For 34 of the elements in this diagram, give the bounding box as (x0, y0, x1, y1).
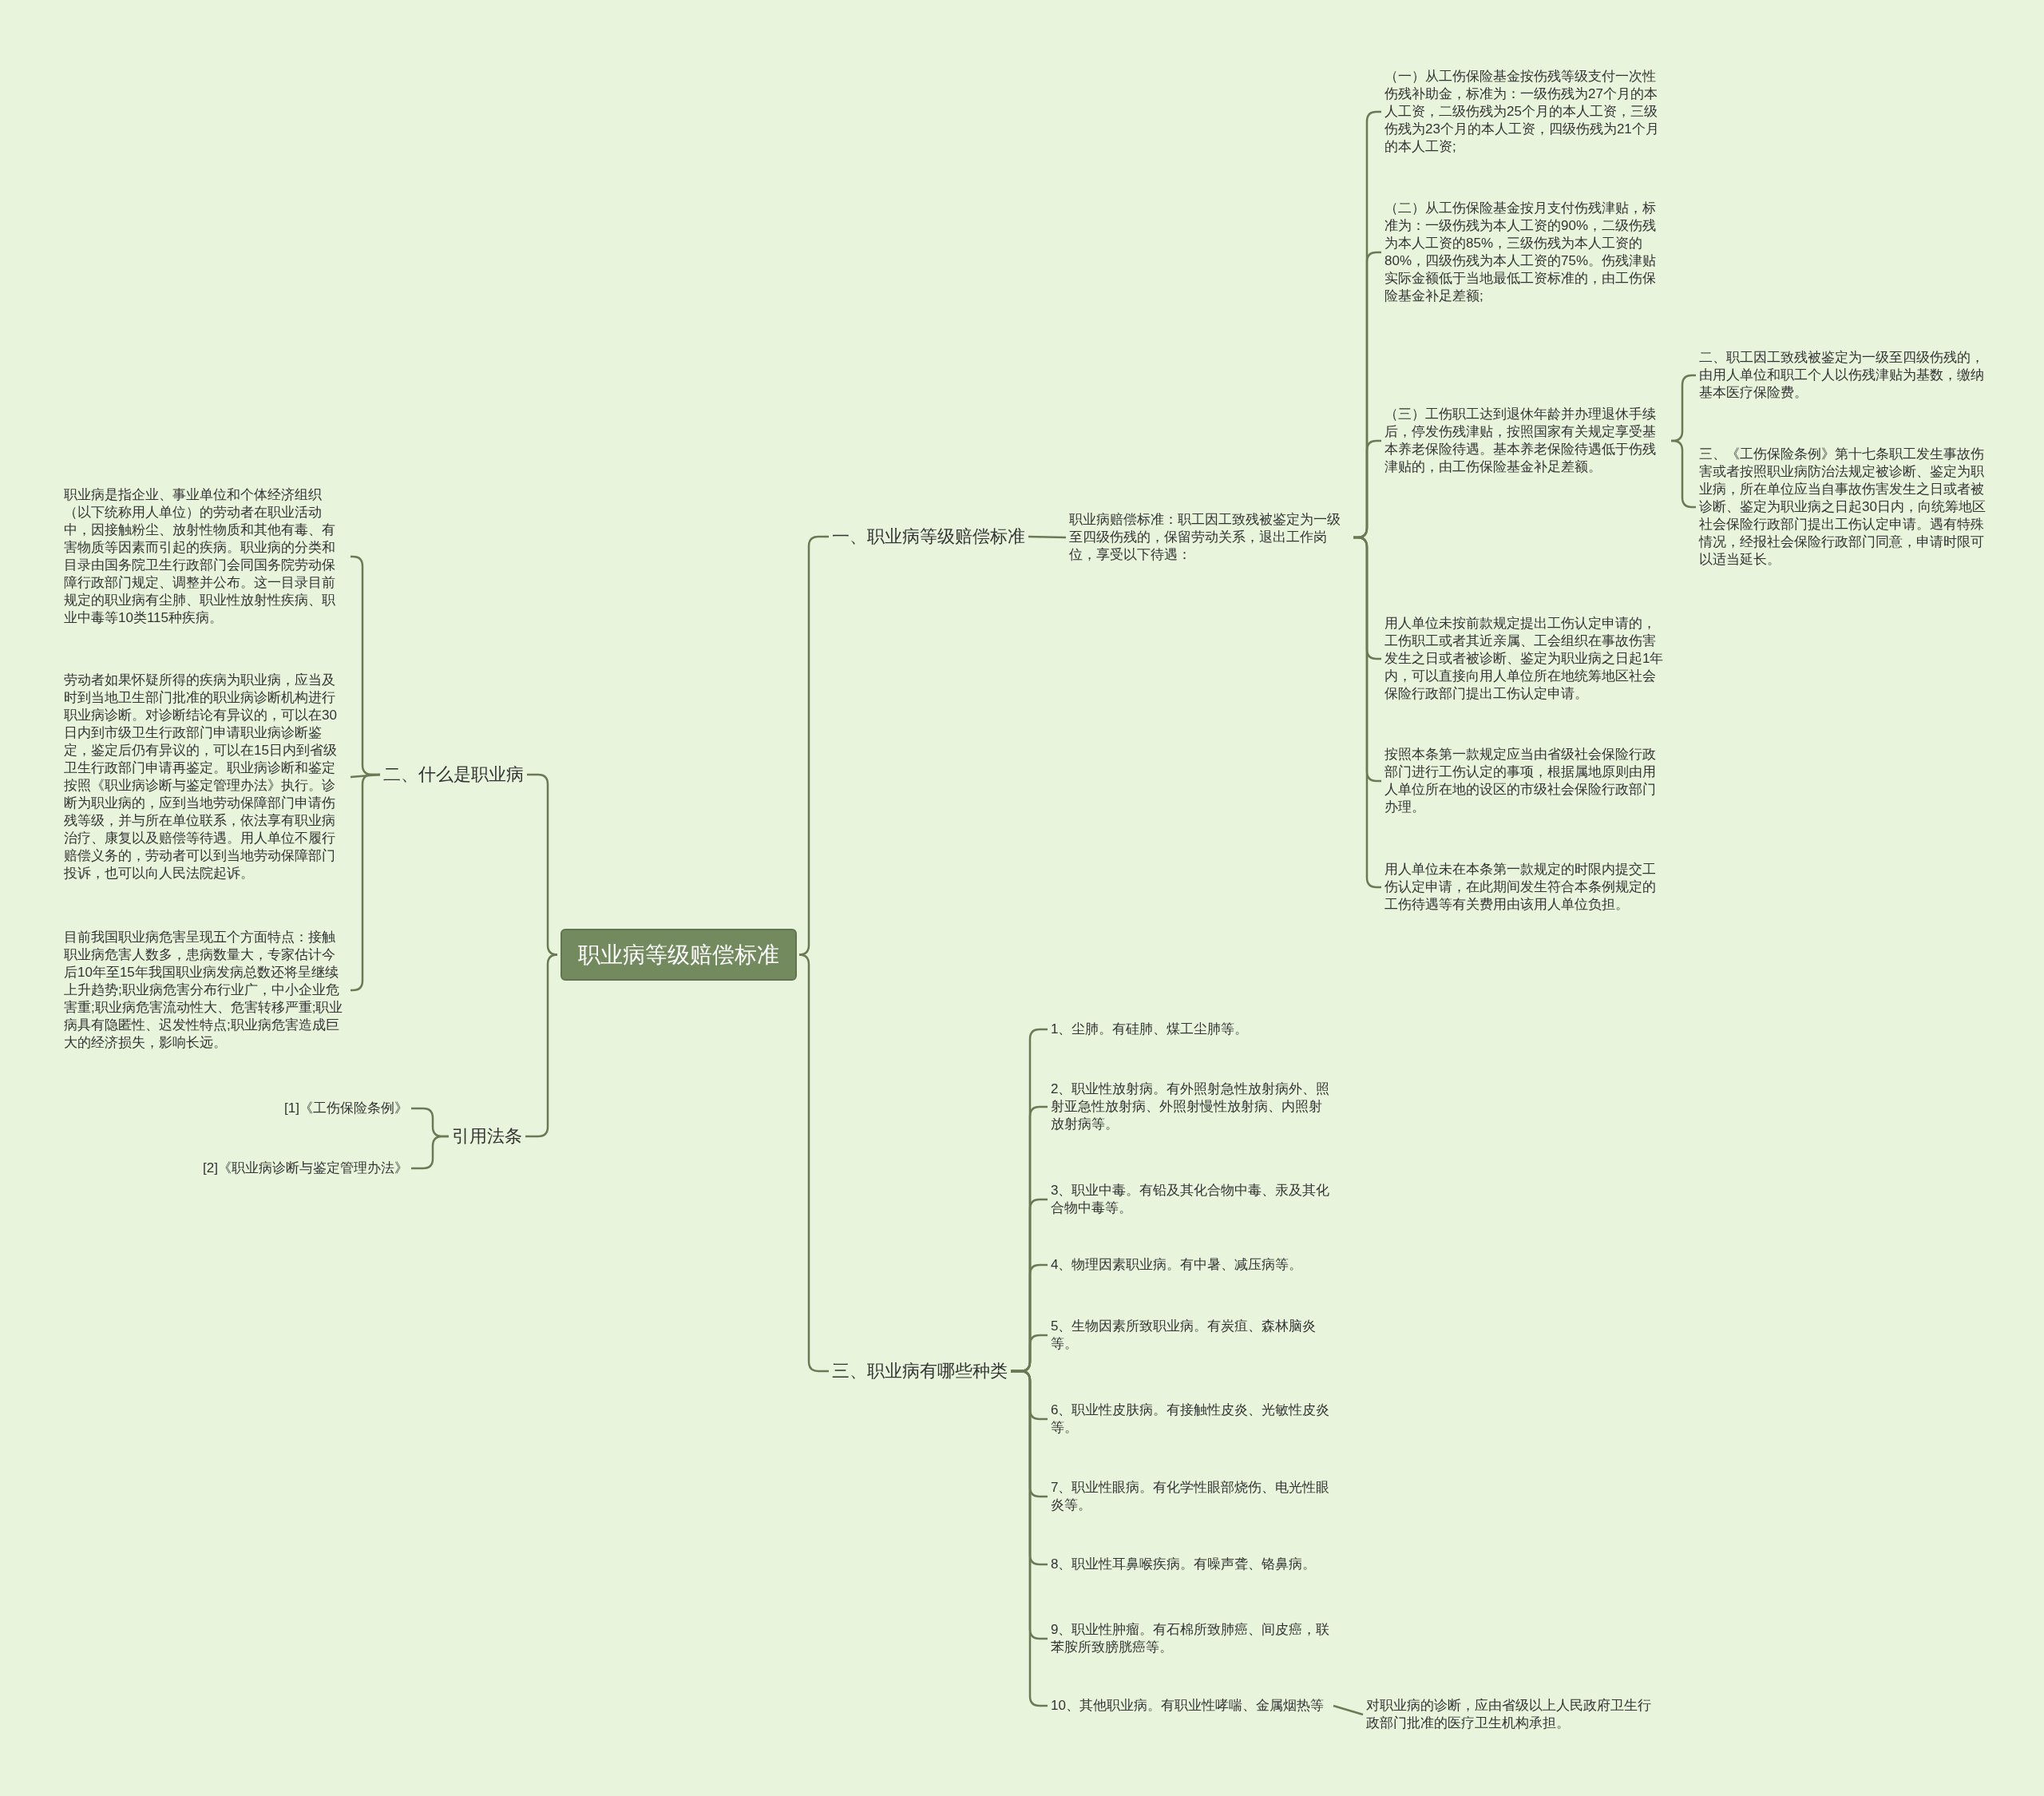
topic-text: 9、职业性肿瘤。有石棉所致肺癌、间皮癌，联苯胺所致膀胱癌等。 (1051, 1621, 1334, 1656)
connector-line (411, 1135, 449, 1170)
topic-text: 劳动者如果怀疑所得的疾病为职业病，应当及时到当地卫生部门批准的职业病诊断机构进行职业病诊断。对诊断结论有异议的，可以在30日内到市级卫生行政部门申请职业病诊断鉴定，鉴定后仍有异议的，可以在15日内到省级卫生行政部门申请再鉴定。职业病诊断和鉴定按照《职业病诊断与鉴定管理办法》执行。诊断为职业病的，应到当地劳动保障部门申请伤残等级，并与所在单位联系，依法享有职业病治疗、康复以及赔偿等待遇。用人单位不履行赔偿义务的，劳动者可以到当地劳动保障部门投诉，也可以向人民法院起诉。 (64, 672, 347, 882)
topic-text: 2、职业性放射病。有外照射急性放射病外、照射亚急性放射病、外照射慢性放射病、内照射放射病等。 (1051, 1080, 1334, 1133)
topic-text: 3、职业中毒。有铅及其化合物中毒、汞及其化合物中毒等。 (1051, 1182, 1334, 1217)
topic-text: [1]《工伤保险条例》 (89, 1100, 408, 1117)
topic-text: （二）从工伤保险基金按月支付伤残津贴，标准为：一级伤残为本人工资的90%，二级伤残为本人工资的85%，三级伤残为本人工资的80%，四级伤残为本人工资的75%。伤残津贴实际金额低于当地最低工资标准的，由工伤保险基金补足差额; (1384, 200, 1668, 305)
topic-text: 按照本条第一款规定应当由省级社会保险行政部门进行工伤认定的事项，根据属地原则由用人单位所在地的设区的市级社会保险行政部门办理。 (1384, 746, 1668, 816)
topic-text: 职业病赔偿标准：职工因工致残被鉴定为一级至四级伤残的，保留劳动关系，退出工作岗位，享受以下待遇： (1069, 511, 1350, 564)
central-topic: 职业病等级赔偿标准 (561, 929, 797, 981)
topic-text: 10、其他职业病。有职业性哮喘、金属烟热等 (1051, 1697, 1330, 1715)
topic-text: 目前我国职业病危害呈现五个方面特点：接触职业病危害人数多，患病数量大，专家估计今后10年至15年我国职业病发病总数还将呈继续上升趋势;职业病危害分布行业广，中小企业危害重;职业病危害流动性大、危害转移严重;职业病具有隐匿性、迟发性特点;职业病危害造成巨大的经济损失，影响长远。 (64, 929, 347, 1052)
topic-text: 8、职业性耳鼻喉疾病。有噪声聋、铬鼻病。 (1051, 1556, 1334, 1573)
branch-topic: 二、什么是职业病 (383, 763, 524, 787)
topic-text: 7、职业性眼病。有化学性眼部烧伤、电光性眼炎等。 (1051, 1479, 1334, 1514)
connector-line (1028, 535, 1067, 539)
topic-text: 6、职业性皮肤病。有接触性皮炎、光敏性皮炎等。 (1051, 1402, 1334, 1437)
connector-line (1333, 1704, 1364, 1716)
topic-text: （一）从工伤保险基金按伤残等级支付一次性伤残补助金，标准为：一级伤残为27个月的本人工资，二级伤残为25个月的本人工资，三级伤残为23个月的本人工资，四级伤残为21个月的本人工资; (1384, 68, 1668, 156)
topic-text: 用人单位未按前款规定提出工伤认定申请的，工伤职工或者其近亲属、工会组织在事故伤害发生之日或者被诊断、鉴定为职业病之日起1年内，可以直接向用人单位所在地统筹地区社会保险行政部门提出工伤认定申请。 (1384, 615, 1668, 703)
topic-text: 对职业病的诊断，应由省级以上人民政府卫生行政部门批准的医疗卫生机构承担。 (1366, 1697, 1654, 1732)
topic-text: 二、职工因工致残被鉴定为一级至四级伤残的，由用人单位和职工个人以伤残津贴为基数，缴纳基本医疗保险费。 (1699, 349, 1987, 402)
topic-text: 用人单位未在本条第一款规定的时限内提交工伤认定申请，在此期间发生符合本条例规定的工伤待遇等有关费用由该用人单位负担。 (1384, 861, 1668, 914)
branch-topic: 引用法条 (452, 1124, 522, 1148)
branch-topic: 三、职业病有哪些种类 (832, 1359, 1008, 1383)
topic-text: 职业病是指企业、事业单位和个体经济组织（以下统称用人单位）的劳动者在职业活动中，因接触粉尘、放射性物质和其他有毒、有害物质等因素而引起的疾病。职业病的分类和目录由国务院卫生行政部门会同国务院劳动保障行政部门规定、调整并公布。这一目录目前规定的职业病有尘肺、职业性放射性疾病、职业中毒等10类115种疾病。 (64, 486, 347, 627)
topic-text: 4、物理因素职业病。有中暑、减压病等。 (1051, 1256, 1334, 1274)
branch-topic: 一、职业病等级赔偿标准 (832, 525, 1025, 549)
topic-text: （三）工伤职工达到退休年龄并办理退休手续后，停发伤残津贴，按照国家有关规定享受基本养老保险待遇。基本养老保险待遇低于伤残津贴的，由工伤保险基金补足差额。 (1384, 406, 1668, 476)
topic-text: 5、生物因素所致职业病。有炭疽、森林脑炎等。 (1051, 1318, 1334, 1353)
topic-text: [2]《职业病诊断与鉴定管理办法》 (89, 1160, 408, 1177)
topic-text: 三、《工伤保险条例》第十七条职工发生事故伤害或者按照职业病防治法规定被诊断、鉴定为职业病，所在单位应当自事故伤害发生之日或者被诊断、鉴定为职业病之日起30日内，向统筹地区社会保险行政部门提出工伤认定申请。遇有特殊情况，经报社会保险行政部门同意，申请时限可以适当延长。 (1699, 446, 1987, 569)
connector-line (351, 773, 380, 992)
topic-text: 1、尘肺。有硅肺、煤工尘肺等。 (1051, 1021, 1334, 1038)
